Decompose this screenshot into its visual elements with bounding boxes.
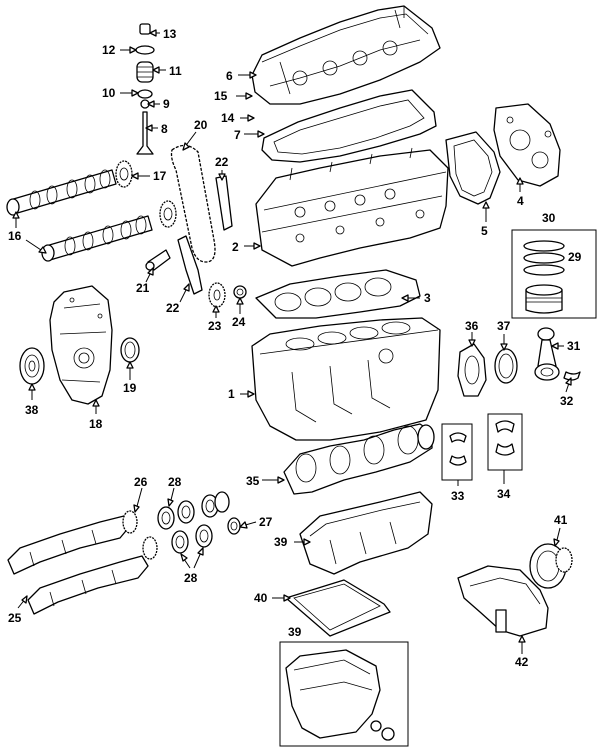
lower-oil-pan-box: [279, 641, 409, 747]
callout-31: 31: [567, 339, 581, 353]
chain-tensioner: [145, 249, 171, 271]
callout-labels: 13 12 11 10 9 8 6 15 14 7 20 17 22 16 2 …: [8, 27, 582, 669]
callout-16: 16: [8, 229, 22, 243]
callout-42: 42: [515, 655, 529, 669]
piston: [525, 284, 563, 314]
crank-pulley: [19, 347, 45, 385]
callout-9: 9: [163, 97, 170, 111]
callout-10: 10: [102, 86, 116, 100]
callout-25: 25: [8, 611, 22, 625]
timing-chain: [170, 144, 216, 263]
balance-shaft-bearings: [157, 491, 241, 554]
callout-41: 41: [554, 513, 568, 527]
callout-12: 12: [102, 43, 116, 57]
timing-cover-gasket: [445, 131, 501, 205]
callout-37: 37: [497, 319, 511, 333]
oil-pump: [529, 543, 573, 589]
callout-24: 24: [232, 315, 246, 329]
callout-18: 18: [89, 417, 103, 431]
engine-block: [251, 317, 441, 441]
head-gasket: [255, 269, 421, 319]
valve-cover-gasket: [261, 89, 437, 163]
callout-38: 38: [25, 403, 39, 417]
callout-11: 11: [169, 64, 182, 78]
callout-7: 7: [234, 128, 241, 142]
main-bearing-shells-b: [495, 420, 515, 456]
callout-15: 15: [214, 89, 228, 103]
lower-oil-pan: [285, 649, 395, 741]
callout-21: 21: [136, 281, 150, 295]
callout-29: 29: [568, 250, 582, 264]
balance-shafts: [7, 515, 149, 615]
callout-22-lower: 22: [166, 301, 180, 315]
camshaft-sprockets: [115, 160, 177, 228]
callout-2: 2: [232, 240, 239, 254]
crank-sprocket: [208, 282, 247, 308]
timing-cover: [49, 285, 113, 405]
rear-main-seal-housing: [457, 343, 487, 397]
oil-baffle-pickup: [457, 565, 549, 637]
callout-23: 23: [208, 319, 222, 333]
callout-34: 34: [497, 487, 511, 501]
callout-40: 40: [254, 591, 268, 605]
valve-assembly: [135, 23, 155, 155]
callout-28-upper: 28: [168, 475, 182, 489]
callout-5: 5: [481, 224, 488, 238]
callout-19: 19: [123, 381, 137, 395]
callout-30: 30: [542, 211, 556, 225]
callout-39-lower: 39: [288, 625, 302, 639]
rod-bearing: [563, 371, 581, 381]
callout-6: 6: [226, 69, 233, 83]
main-bearing-box-b: [487, 413, 523, 471]
callout-33: 33: [451, 489, 465, 503]
callout-28-lower: 28: [184, 571, 198, 585]
rear-engine-plate: [493, 103, 561, 187]
callout-32: 32: [560, 394, 574, 408]
front-crank-seal: [120, 337, 140, 363]
callout-27: 27: [259, 515, 273, 529]
oil-pan-gasket: [285, 579, 391, 637]
callout-35: 35: [246, 474, 260, 488]
crankshaft: [283, 423, 435, 495]
piston-rings: [523, 240, 565, 276]
cylinder-head: [255, 147, 449, 267]
camshafts: [6, 169, 153, 262]
connecting-rod: [534, 327, 560, 381]
main-bearing-box-a: [441, 423, 473, 481]
callout-3: 3: [424, 291, 431, 305]
rear-main-seal: [494, 348, 518, 384]
callout-20: 20: [194, 118, 208, 132]
main-bearing-shells-a: [449, 432, 467, 466]
callout-36: 36: [465, 319, 479, 333]
callout-17: 17: [153, 169, 167, 183]
leader-lines: [12, 29, 572, 654]
callout-1: 1: [228, 387, 235, 401]
valve-cover: [251, 5, 441, 105]
callout-8: 8: [161, 122, 168, 136]
callout-13: 13: [163, 27, 177, 41]
callout-14: 14: [221, 111, 235, 125]
upper-oil-pan: [299, 491, 433, 575]
piston-kit-box: [511, 229, 597, 319]
balance-shaft-gears: [122, 510, 158, 560]
callout-22-upper: 22: [215, 155, 229, 169]
callout-4: 4: [517, 194, 524, 208]
callout-39-upper: 39: [274, 535, 288, 549]
callout-26: 26: [134, 475, 148, 489]
